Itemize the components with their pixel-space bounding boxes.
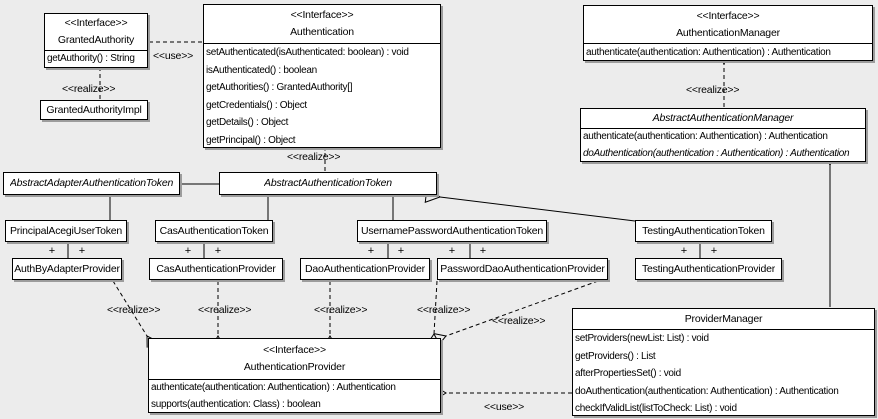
methods-compartment: setAuthenticated(isAuthenticated: boolea… (204, 43, 440, 149)
class-username-password-authentication-token[interactable]: UsernamePasswordAuthenticationToken (357, 220, 547, 242)
class-granted-authority-impl[interactable]: GrantedAuthorityImpl (40, 100, 148, 120)
class-name: GrantedAuthority (57, 34, 135, 46)
method: authenticate(authentication: Authenticat… (151, 382, 396, 393)
class-name: AbstractAuthenticationToken (264, 177, 392, 189)
edge-label-use: <<use>> (484, 401, 525, 413)
multiplicity-plus: + (48, 245, 56, 257)
methods-compartment: authenticate(authentication: Authenticat… (581, 128, 865, 162)
class-name: AbstractAdapterAuthenticationToken (9, 177, 174, 189)
method: doAuthentication(authentication : Authen… (583, 147, 850, 159)
method: setProviders(newList: List) : void (575, 333, 709, 344)
stereotype: <<Interface>> (696, 9, 760, 22)
class-abstract-adapter-authentication-token[interactable]: AbstractAdapterAuthenticationToken (3, 172, 180, 195)
multiplicity-plus: + (367, 245, 375, 257)
class-name: AbstractAuthenticationManager (652, 112, 794, 124)
multiplicity-plus: + (448, 245, 456, 257)
class-name: CasAuthenticationProvider (156, 262, 276, 275)
class-name: PasswordDaoAuthenticationProvider (440, 262, 605, 275)
stereotype: <<Interface>> (64, 17, 128, 29)
class-name: UsernamePasswordAuthenticationToken (360, 224, 544, 237)
method: getProviders() : List (575, 350, 656, 362)
class-granted-authority[interactable]: <<Interface>> GrantedAuthority getAuthor… (44, 13, 148, 68)
class-name: Authentication (290, 26, 354, 38)
methods-compartment: setProviders(newList: List) : void getPr… (573, 329, 874, 418)
class-name: ProviderManager (684, 312, 763, 325)
method: authenticate(authentication: Authenticat… (583, 131, 828, 142)
method: getPrincipal() : Object (206, 134, 296, 146)
edge-label-realize: <<realize>> (492, 315, 546, 327)
class-name: AuthenticationProvider (243, 361, 346, 373)
class-testing-authentication-token[interactable]: TestingAuthenticationToken (635, 220, 772, 242)
class-name: TestingAuthenticationToken (642, 224, 765, 237)
class-abstract-authentication-manager[interactable]: AbstractAuthenticationManager authentica… (580, 108, 866, 162)
class-title: <<Interface>> AuthenticationManager (584, 6, 872, 43)
class-cas-authentication-token[interactable]: CasAuthenticationToken (155, 220, 273, 242)
class-name: GrantedAuthorityImpl (46, 103, 142, 116)
class-title: ProviderManager (573, 309, 874, 329)
multiplicity-plus: + (78, 245, 86, 257)
edge-label-realize: <<realize>> (417, 304, 471, 316)
realize-authbyadapter-authprovider (112, 280, 158, 348)
multiplicity-plus: + (397, 245, 405, 257)
class-cas-authentication-provider[interactable]: CasAuthenticationProvider (149, 258, 283, 280)
method: setAuthenticated(isAuthenticated: boolea… (206, 47, 409, 58)
class-title: <<Interface>> GrantedAuthority (45, 14, 147, 50)
class-password-dao-authentication-provider[interactable]: PasswordDaoAuthenticationProvider (437, 258, 608, 280)
realize-passworddao-authprovider (427, 280, 440, 345)
multiplicity-plus: + (184, 245, 192, 257)
edge-label-realize: <<realize>> (198, 304, 252, 316)
edge-label-realize: <<realize>> (62, 83, 116, 95)
method: isAuthenticated() : boolean (206, 64, 317, 76)
class-name: CasAuthenticationToken (159, 224, 269, 237)
multiplicity-plus: + (214, 245, 222, 257)
multiplicity-plus: + (479, 245, 487, 257)
multiplicity-plus: + (680, 245, 688, 257)
edge-label-realize: <<realize>> (686, 84, 740, 96)
method: getAuthority() : String (47, 53, 135, 64)
method: getAuthorities() : GrantedAuthority[] (206, 82, 353, 93)
class-abstract-authentication-token[interactable]: AbstractAuthenticationToken (219, 172, 437, 195)
class-authentication[interactable]: <<Interface>> Authentication setAuthenti… (203, 4, 441, 148)
class-name: TestingAuthenticationProvider (641, 262, 776, 275)
class-name: AuthByAdapterProvider (14, 262, 120, 275)
method: getCredentials() : Object (206, 99, 307, 111)
class-name: PrincipalAcegiUserToken (9, 224, 123, 237)
edge-label-realize: <<realize>> (314, 304, 368, 316)
edge-label-realize: <<realize>> (107, 304, 161, 316)
method: afterPropertiesSet() : void (575, 368, 681, 379)
class-authentication-provider[interactable]: <<Interface>> AuthenticationProvider aut… (148, 338, 441, 413)
class-dao-authentication-provider[interactable]: DaoAuthenticationProvider (300, 258, 430, 280)
class-name: DaoAuthenticationProvider (305, 262, 425, 275)
class-title: AbstractAuthenticationManager (581, 109, 865, 128)
gen-testingtoken-abstracttoken (440, 197, 636, 222)
edge-label-realize: <<realize>> (287, 151, 341, 163)
class-principal-acegi-user-token[interactable]: PrincipalAcegiUserToken (5, 220, 127, 242)
methods-compartment: authenticate(authentication: Authenticat… (584, 43, 872, 61)
class-auth-by-adapter-provider[interactable]: AuthByAdapterProvider (12, 258, 122, 280)
method: checkIfValidList(listToCheck: List) : vo… (575, 403, 737, 414)
class-title: <<Interface>> Authentication (204, 5, 440, 43)
class-provider-manager[interactable]: ProviderManager setProviders(newList: Li… (572, 308, 875, 416)
method: supports(authentication: Class) : boolea… (151, 398, 321, 410)
class-name: AuthenticationManager (676, 26, 780, 39)
realize-testingprovider-authprovider (434, 280, 599, 346)
method: doAuthentication(authentication: Authent… (575, 385, 839, 397)
methods-compartment: authenticate(authentication: Authenticat… (149, 379, 440, 413)
class-title: <<Interface>> AuthenticationProvider (149, 339, 440, 379)
multiplicity-plus: + (710, 245, 718, 257)
edge-label-use: <<use>> (153, 50, 194, 62)
stereotype: <<Interface>> (290, 9, 354, 21)
stereotype: <<Interface>> (263, 344, 326, 356)
methods-compartment: getAuthority() : String (45, 50, 147, 66)
class-authentication-manager[interactable]: <<Interface>> AuthenticationManager auth… (583, 5, 873, 61)
class-testing-authentication-provider[interactable]: TestingAuthenticationProvider (635, 258, 782, 280)
method: getDetails() : Object (206, 117, 289, 128)
method: authenticate(authentication: Authenticat… (586, 47, 831, 58)
